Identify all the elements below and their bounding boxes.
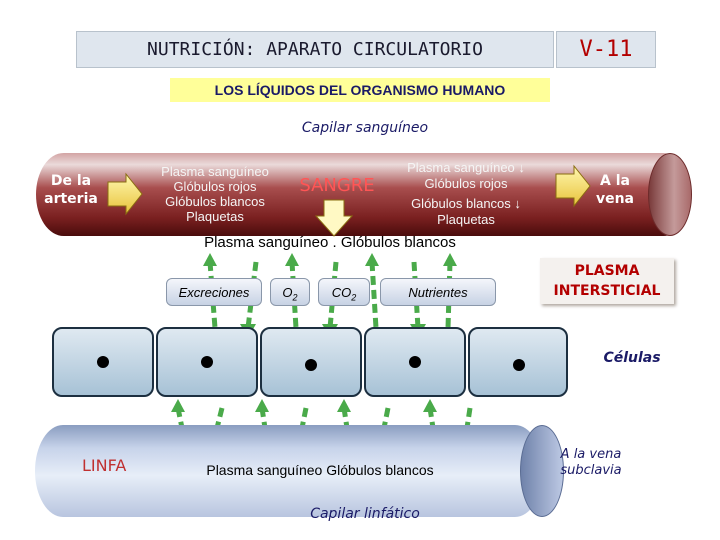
subclavian-line-1: A la vena — [560, 447, 622, 462]
oxygen-symbol: O — [282, 285, 293, 300]
excretions-box: Excreciones — [166, 278, 262, 306]
title-box — [76, 31, 554, 68]
lymph-capillary-end — [520, 425, 564, 517]
left-item-platelets: Plaquetas — [186, 209, 244, 224]
carbon-dioxide-box: CO2 — [318, 278, 370, 306]
filtration-arrow-icon — [314, 199, 354, 237]
subclavian-line-2: subclavia — [560, 463, 622, 478]
blood-capillary-end — [648, 153, 692, 236]
interstitial-line-2: INTERSTICIAL — [553, 283, 661, 299]
to-vein-line-2: vena — [595, 191, 635, 207]
left-item-red-cells: Glóbulos rojos — [173, 179, 257, 194]
lymph-label: LINFA — [82, 456, 127, 475]
outflow-arrow-icon — [555, 164, 591, 208]
down-arrow-icon: ↓ — [518, 160, 525, 175]
body-cell — [468, 327, 568, 397]
down-arrow-icon: ↓ — [514, 196, 521, 211]
interstitial-plasma-box: PLASMA INTERSTICIAL — [540, 258, 674, 304]
body-cell — [364, 327, 466, 397]
cell-nucleus — [97, 356, 109, 368]
cell-nucleus — [305, 359, 317, 371]
page-title: NUTRICIÓN: APARATO CIRCULATORIO — [147, 39, 483, 60]
nutrients-box: Nutrientes — [380, 278, 496, 306]
co2-symbol: CO — [331, 285, 352, 300]
interstitial-line-1: PLASMA — [574, 263, 640, 279]
slide-code: V-11 — [556, 31, 656, 68]
capillary-label: Capilar sanguíneo — [301, 120, 429, 136]
from-artery-line-2: arteria — [44, 191, 98, 207]
cell-nucleus — [409, 356, 421, 368]
inflow-arrow-icon — [107, 172, 143, 216]
right-item-plasma: Plasma sanguíneo — [407, 160, 515, 175]
cells-label: Células — [603, 350, 661, 366]
right-item-red-cells: Glóbulos rojos — [424, 176, 508, 191]
to-vein-line-1: A la — [600, 173, 630, 189]
lymph-capillary-label: Capilar linfático — [310, 506, 420, 522]
right-item-white-cells: Glóbulos blancos — [411, 196, 511, 211]
blood-components-left: Plasma sanguíneo Glóbulos rojos Glóbulos… — [145, 164, 285, 224]
blood-components-right: Plasma sanguíneo ↓ Glóbulos rojos Glóbul… — [386, 160, 546, 228]
cell-nucleus — [513, 359, 525, 371]
lymph-capillary-tube — [35, 425, 543, 517]
body-cell — [156, 327, 258, 397]
blood-label: SANGRE — [299, 175, 375, 196]
from-artery-label: De la arteria — [40, 172, 102, 208]
right-item-platelets: Plaquetas — [437, 212, 495, 227]
lymph-contents: Plasma sanguíneo Glóbulos blancos — [206, 462, 434, 478]
body-cell — [52, 327, 154, 397]
cell-nucleus — [201, 356, 213, 368]
subclavian-vein-label: A la vena subclavia — [548, 447, 634, 479]
co2-subscript: 2 — [351, 292, 357, 303]
left-item-plasma: Plasma sanguíneo — [161, 164, 269, 179]
from-artery-line-1: De la — [50, 173, 92, 189]
oxygen-box: O2 — [270, 278, 310, 306]
left-item-white-cells: Glóbulos blancos — [165, 194, 265, 209]
subtitle: LOS LÍQUIDOS DEL ORGANISMO HUMANO — [170, 78, 550, 102]
filtrate-label: Plasma sanguíneo . Glóbulos blancos — [204, 234, 456, 251]
to-vein-label: A la vena — [592, 172, 638, 208]
body-cell — [260, 327, 362, 397]
oxygen-subscript: 2 — [292, 292, 298, 303]
